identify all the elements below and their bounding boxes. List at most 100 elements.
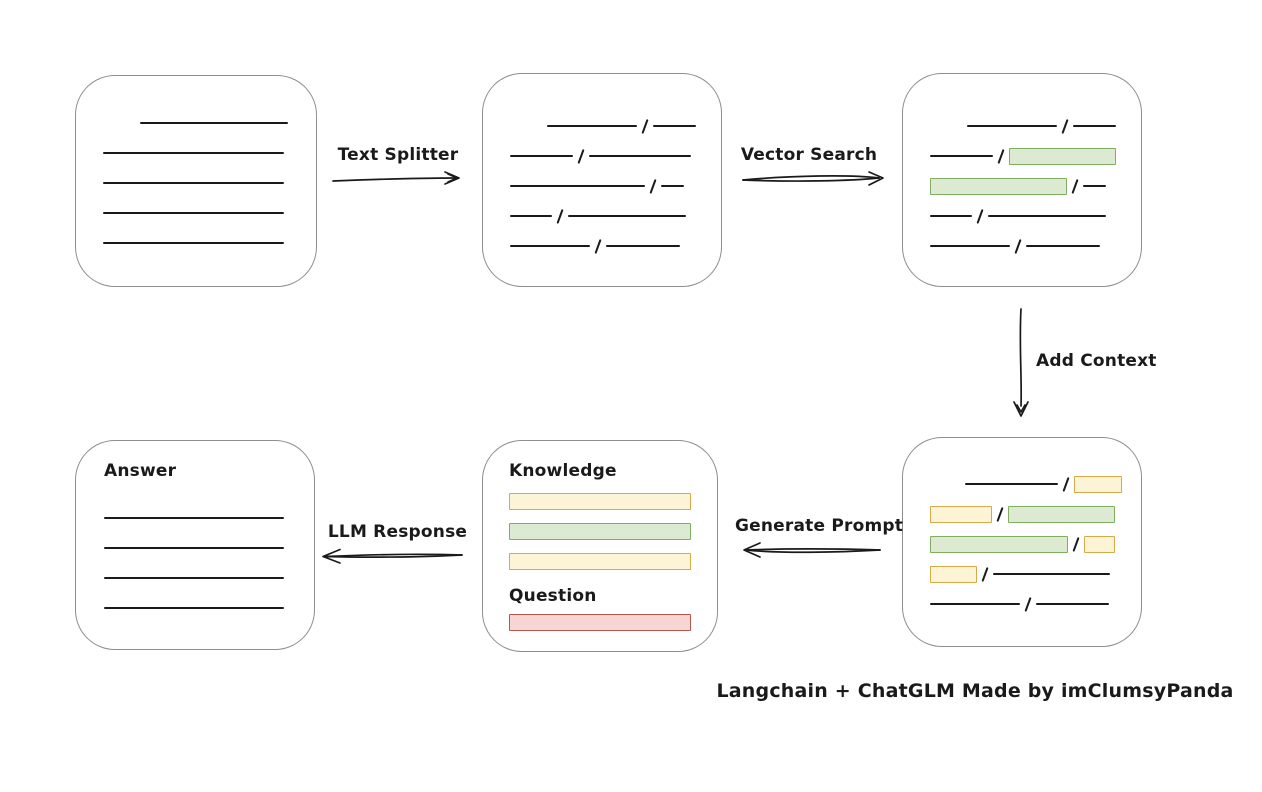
question-label: Question	[509, 586, 597, 606]
generate-prompt-arrow	[743, 542, 881, 558]
text-line	[1083, 185, 1107, 187]
green-highlight	[1008, 505, 1116, 523]
text-line-row	[930, 499, 1116, 529]
slash-separator	[577, 148, 585, 164]
slash-separator	[649, 178, 657, 194]
text-line	[1026, 245, 1101, 247]
text-line-row	[930, 559, 1114, 589]
slash-separator	[996, 506, 1004, 522]
indent-spacer	[930, 483, 958, 485]
prompt-box: Knowledge Question	[482, 440, 718, 652]
text-line	[589, 155, 692, 157]
add-context-label: Add Context	[1036, 351, 1157, 371]
text-line-row	[930, 171, 1114, 201]
text-line-row	[510, 201, 694, 231]
text-line-row	[104, 503, 286, 533]
text-line	[606, 245, 681, 247]
text-line	[104, 607, 284, 609]
slash-separator	[1062, 476, 1070, 492]
slash-separator	[556, 208, 564, 224]
text-splitter-label: Text Splitter	[337, 145, 459, 165]
answer-lines	[104, 503, 286, 623]
text-line	[103, 212, 284, 214]
text-line-row	[104, 563, 286, 593]
text-line-row	[510, 231, 694, 261]
slash-separator	[641, 118, 649, 134]
text-line	[568, 215, 687, 217]
text-line-row	[510, 171, 694, 201]
green-bar	[509, 523, 691, 540]
text-line	[988, 215, 1107, 217]
text-line	[930, 215, 972, 217]
text-line-row	[103, 198, 289, 228]
knowledge-bars	[509, 493, 691, 570]
knowledge-label: Knowledge	[509, 461, 617, 481]
yellow-highlight	[930, 565, 977, 583]
yellow-highlight	[1074, 475, 1123, 493]
text-line-row	[510, 141, 694, 171]
text-line	[103, 242, 284, 244]
slash-separator	[594, 238, 602, 254]
vector-result-lines	[903, 74, 1141, 261]
slash-separator	[1024, 596, 1032, 612]
text-line	[104, 577, 284, 579]
generate-prompt-label: Generate Prompt	[735, 516, 904, 536]
text-line	[930, 245, 1010, 247]
llm-response-label: LLM Response	[327, 522, 468, 542]
context-box	[902, 437, 1142, 647]
text-line-row	[930, 201, 1114, 231]
text-line-row	[103, 138, 289, 168]
vector-search-label: Vector Search	[740, 145, 878, 165]
indent-spacer	[510, 125, 540, 127]
text-line-row	[930, 231, 1114, 261]
add-context-arrow	[1013, 308, 1029, 417]
source-document-box	[75, 75, 317, 287]
text-line	[967, 125, 1057, 127]
text-line-row	[930, 469, 1123, 499]
text-line	[930, 603, 1020, 605]
text-line	[104, 547, 284, 549]
text-line-row	[930, 529, 1116, 559]
text-line	[930, 155, 993, 157]
text-line	[653, 125, 697, 127]
green-highlight	[930, 535, 1068, 553]
text-line	[547, 125, 637, 127]
answer-box: Answer	[75, 440, 315, 650]
answer-label: Answer	[104, 461, 177, 481]
yellow-highlight	[1084, 535, 1116, 553]
slash-separator	[1072, 536, 1080, 552]
question-bars	[509, 614, 691, 631]
slash-separator	[1014, 238, 1022, 254]
text-line-row	[103, 108, 289, 138]
text-splitter-arrow	[332, 171, 460, 185]
text-line	[510, 185, 645, 187]
text-line-row	[930, 141, 1117, 171]
document-lines	[76, 76, 316, 258]
slash-separator	[976, 208, 984, 224]
prompt-content: Knowledge Question	[483, 441, 717, 631]
red-bar	[509, 614, 691, 631]
text-line	[993, 573, 1111, 575]
text-line	[661, 185, 685, 187]
text-line	[510, 155, 573, 157]
llm-response-arrow	[322, 548, 463, 564]
text-line	[103, 182, 284, 184]
chunk-lines	[483, 74, 721, 261]
text-line	[1073, 125, 1117, 127]
text-line-row	[930, 589, 1114, 619]
text-line	[104, 517, 284, 519]
indent-spacer	[930, 125, 960, 127]
text-chunks-box	[482, 73, 722, 287]
slash-separator	[1071, 178, 1079, 194]
vector-results-box	[902, 73, 1142, 287]
text-line	[1036, 603, 1110, 605]
vector-search-arrow	[742, 171, 884, 186]
slash-separator	[997, 148, 1005, 164]
text-line-row	[104, 593, 286, 623]
text-line	[510, 215, 552, 217]
diagram-caption: Langchain + ChatGLM Made by imClumsyPand…	[716, 680, 1234, 702]
answer-content: Answer	[76, 441, 314, 623]
text-line-row	[104, 533, 286, 563]
slash-separator	[1061, 118, 1069, 134]
